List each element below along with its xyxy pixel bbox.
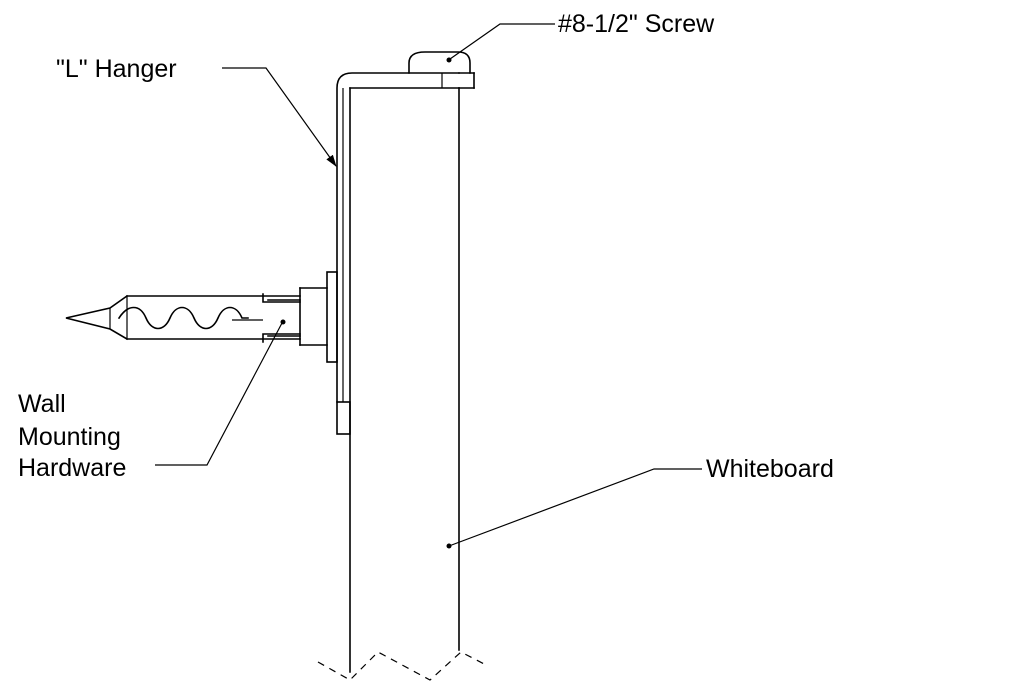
- screw-head: [408, 51, 475, 89]
- leader-screw: [446, 23, 555, 63]
- leader-l-hanger: [222, 67, 337, 167]
- wall-hardware-label-line-3: Hardware: [18, 454, 126, 482]
- whiteboard-label: Whiteboard: [706, 455, 834, 483]
- leader-whiteboard: [446, 468, 702, 549]
- wall-anchor: [65, 271, 338, 363]
- break-line: [317, 651, 489, 681]
- leader-wall-hardware: [155, 319, 286, 466]
- wall-hardware-label-line-2: Mounting: [18, 423, 121, 451]
- whiteboard-body: [317, 87, 489, 681]
- l-hanger-label: "L" Hanger: [56, 55, 177, 83]
- wall-hardware-label-line-1: Wall: [18, 390, 66, 418]
- l-hanger: [336, 72, 460, 435]
- screw-label: #8-1/2" Screw: [558, 10, 715, 38]
